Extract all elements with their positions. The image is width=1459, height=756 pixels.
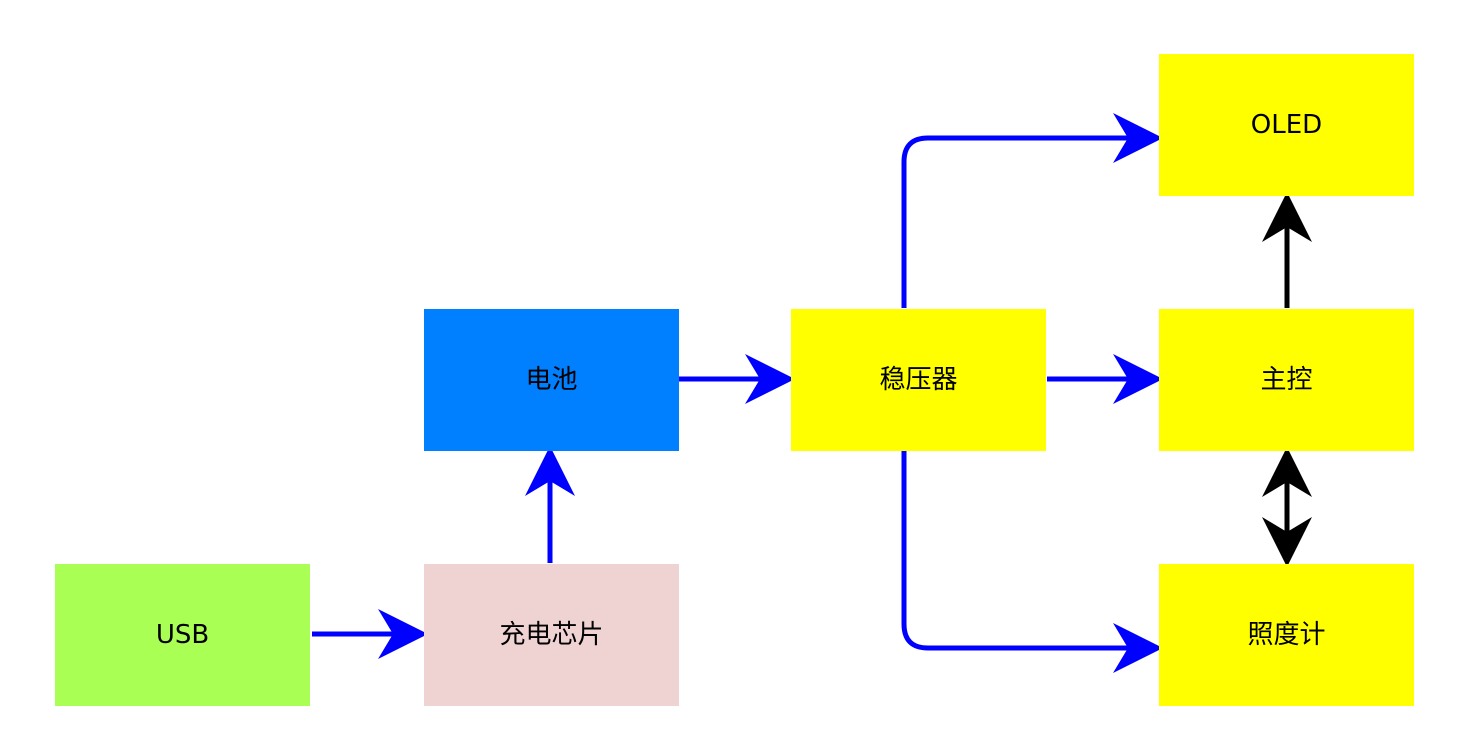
node-mcu-label: 主控 [1260, 365, 1313, 395]
node-light-meter-label: 照度计 [1247, 620, 1326, 650]
node-usb: USB [55, 564, 310, 706]
edge-regulator-to-oled [901, 113, 1163, 308]
node-charger-chip: 充电芯片 [424, 564, 679, 706]
node-regulator-label: 稳压器 [879, 365, 958, 395]
node-oled-label: OLED [1250, 110, 1323, 140]
node-regulator: 稳压器 [791, 309, 1046, 451]
node-battery: 电池 [424, 309, 679, 451]
edge-regulator-to-lightmeter [901, 451, 1163, 673]
node-mcu: 主控 [1159, 309, 1414, 451]
node-oled: OLED [1159, 54, 1414, 196]
node-light-meter: 照度计 [1159, 564, 1414, 706]
node-charger-chip-label: 充电芯片 [499, 620, 604, 650]
node-battery-label: 电池 [525, 365, 578, 395]
node-usb-label: USB [155, 620, 210, 650]
